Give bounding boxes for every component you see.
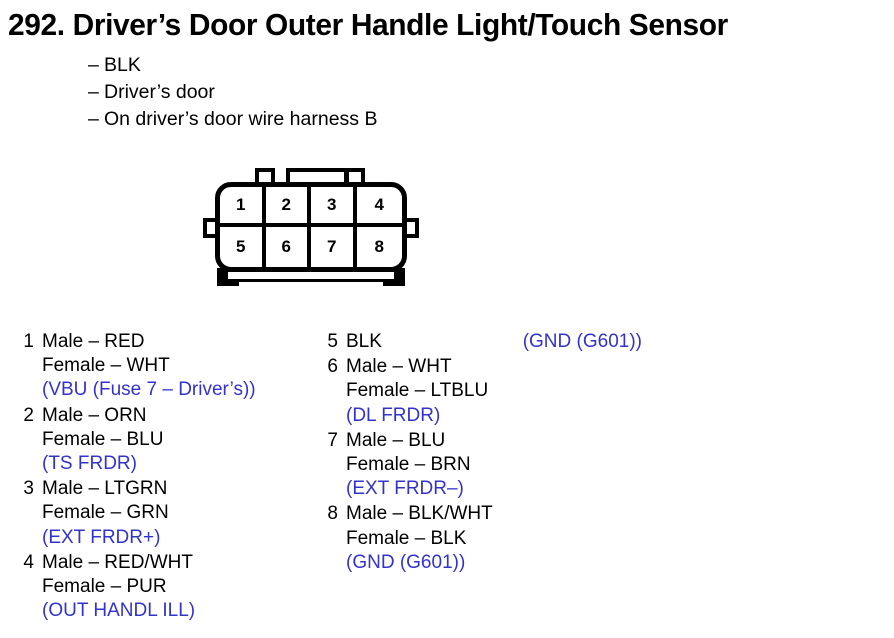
pin-function: (EXT FRDR–)	[346, 478, 464, 500]
pin-female: Female – WHT	[42, 355, 170, 377]
pin-row: 6 Male – WHT	[322, 355, 642, 379]
pin-male: BLK	[346, 331, 382, 352]
pin-function: (TS FRDR)	[42, 453, 137, 475]
pin-entry-8: 8 Male – BLK/WHT Female – BLK (GND (G601…	[322, 502, 642, 575]
pin-row: 3 Male – LTGRN	[18, 477, 318, 501]
pin-female: Female – PUR	[42, 576, 167, 598]
pin-list-left: 1 Male – RED Female – WHT (VBU (Fuse 7 –…	[18, 330, 318, 624]
pin-entry-2: 2 Male – ORN Female – BLU (TS FRDR)	[18, 404, 318, 477]
pin-function: (VBU (Fuse 7 – Driver’s))	[42, 379, 256, 401]
pin-entry-6: 6 Male – WHT Female – LTBLU (DL FRDR)	[322, 355, 642, 428]
subtitle-line: –BLK	[88, 52, 688, 79]
pin-function: (GND (G601))	[346, 551, 466, 573]
pin-row: 8 Male – BLK/WHT	[322, 502, 642, 526]
pin-number: 2	[23, 404, 34, 426]
pin-row: 5 BLK (GND (G601))	[322, 330, 642, 354]
pin-male: Male – BLU	[346, 429, 446, 451]
pin-female: Female – LTBLU	[346, 380, 489, 402]
pin-entry-5: 5 BLK (GND (G601))	[322, 330, 642, 354]
pin-entry-1: 1 Male – RED Female – WHT (VBU (Fuse 7 –…	[18, 330, 318, 403]
pin-entry-4: 4 Male – RED/WHT Female – PUR (OUT HANDL…	[18, 551, 318, 624]
pin-row: 2 Male – ORN	[18, 404, 318, 428]
pin-female: Female – BLU	[42, 428, 164, 450]
pin-entry-3: 3 Male – LTGRN Female – GRN (EXT FRDR+)	[18, 477, 318, 550]
pin-row: 4 Male – RED/WHT	[18, 551, 318, 575]
pin-number: 7	[327, 429, 338, 451]
pin-number: 5	[327, 331, 338, 352]
pin-function: (DL FRDR)	[346, 404, 441, 426]
pin-cell-3: 3	[311, 187, 357, 227]
pin-list-right: 5 BLK (GND (G601)) 6 Male – WHT Female –…	[322, 330, 642, 576]
pin-number: 3	[23, 478, 34, 500]
pin-row: 7 Male – BLU	[322, 429, 642, 453]
pin-female: Female – BLK	[346, 527, 467, 549]
pin-entry-7: 7 Male – BLU Female – BRN (EXT FRDR–)	[322, 429, 642, 502]
pin-row: 1 Male – RED	[18, 330, 318, 354]
pin-cell-4: 4	[356, 187, 402, 227]
connector-body: 1 2 3 4 5 6 7 8	[215, 182, 407, 272]
connector-tab-top-right	[345, 168, 365, 186]
pin-female: Female – GRN	[42, 502, 169, 524]
dash-bullet: –	[88, 54, 99, 76]
pin-number: 6	[327, 356, 338, 378]
pin-number: 8	[327, 503, 338, 525]
subtitle-line: –Driver’s door	[88, 79, 688, 106]
pin-grid: 1 2 3 4 5 6 7 8	[220, 187, 402, 267]
pin-male: Male – ORN	[42, 404, 147, 426]
pin-cell-1: 1	[220, 187, 266, 227]
pin-number: 4	[23, 551, 34, 573]
subtitle-text: BLK	[104, 54, 141, 76]
pin-cell-2: 2	[265, 187, 311, 227]
pin-female: Female – BRN	[346, 454, 471, 476]
subtitle-text: Driver’s door	[104, 81, 215, 103]
dash-bullet: –	[88, 108, 99, 130]
pin-male: Male – RED	[42, 331, 145, 352]
pin-cell-5: 5	[220, 227, 266, 267]
pin-function: (EXT FRDR+)	[42, 526, 161, 548]
connector-bottom-ledge	[225, 272, 397, 282]
pin-male: Male – RED/WHT	[42, 551, 193, 573]
pin-number: 1	[23, 331, 34, 352]
pin-function: (GND (G601))	[522, 331, 642, 352]
pin-cell-8: 8	[374, 237, 384, 256]
pin-cell-7: 7	[311, 227, 357, 267]
connector-diagram: 1 2 3 4 5 6 7 8	[203, 168, 419, 296]
subtitle-line: –On driver’s door wire harness B	[88, 106, 688, 133]
pin-function: (OUT HANDL ILL)	[42, 600, 196, 622]
dash-bullet: –	[88, 81, 99, 103]
connector-tab-top-left	[255, 168, 275, 186]
subtitle-list: –BLK –Driver’s door –On driver’s door wi…	[88, 52, 688, 133]
pin-male: Male – BLK/WHT	[346, 503, 493, 525]
pin-male: Male – LTGRN	[42, 478, 168, 500]
pin-male: Male – WHT	[346, 356, 452, 378]
page-title: 292. Driver’s Door Outer Handle Light/To…	[8, 7, 728, 42]
pin-cell-6: 6	[266, 227, 311, 267]
subtitle-text: On driver’s door wire harness B	[104, 108, 378, 130]
